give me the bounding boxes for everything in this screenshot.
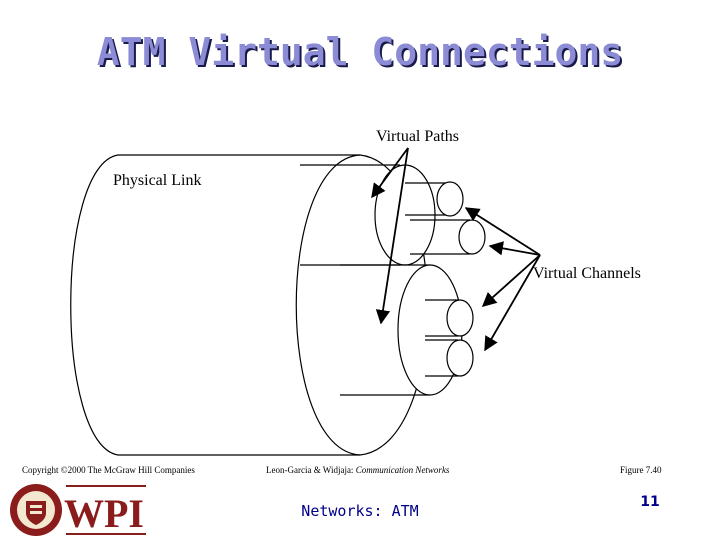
course-title: Networks: ATM <box>301 502 419 520</box>
virtual-path-lower <box>340 264 474 396</box>
physical-link-cylinder <box>70 154 429 456</box>
virtual-channels-label: Virtual Channels <box>533 265 641 282</box>
slide-title: ATM Virtual Connections <box>96 30 624 74</box>
virtual-channels-arrows <box>464 207 541 352</box>
physical-link-label: Physical Link <box>113 172 202 189</box>
copyright-text: Copyright ©2000 The McGraw Hill Companie… <box>22 465 195 475</box>
page-number: 11 <box>640 494 660 510</box>
citation-authors: Leon-Garcia & Widjaja: <box>266 465 356 475</box>
citation-book: Communication Networks <box>355 465 450 475</box>
wpi-seal-icon <box>10 484 62 536</box>
virtual-paths-label: Virtual Paths <box>376 128 460 145</box>
wpi-logo: WPI <box>10 484 146 536</box>
figure-number: Figure 7.40 <box>620 465 662 475</box>
citation: Leon-Garcia & Widjaja: Communication Net… <box>266 465 449 475</box>
virtual-paths-arrows <box>371 147 409 325</box>
wpi-wordmark: WPI <box>64 491 144 536</box>
